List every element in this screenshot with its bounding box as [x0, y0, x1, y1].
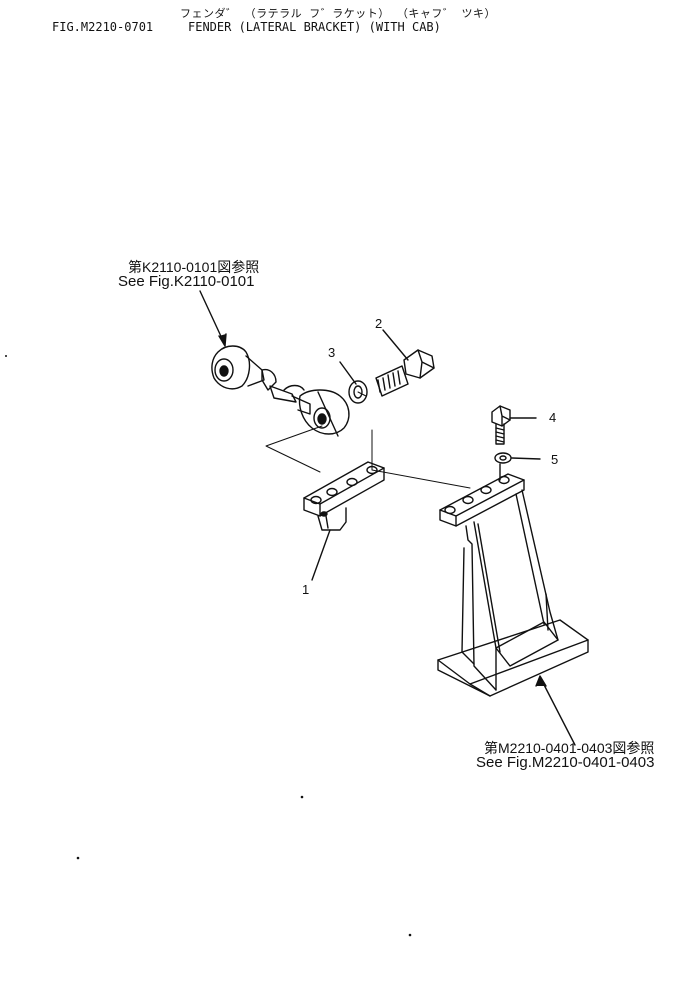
- figure-number: FIG.M2210-0701: [52, 20, 154, 34]
- bracket-1: [303, 461, 385, 531]
- callout-2: 2: [375, 316, 383, 331]
- header-kana-title: フェンダ゛ （ラテラル フ゛ラケット） （キャフ゛ ツキ）: [180, 7, 496, 20]
- washer-5: [494, 452, 541, 464]
- callout-5: 5: [551, 452, 559, 467]
- bolt-4: [491, 405, 537, 445]
- reference-arrow-upper: [199, 290, 227, 347]
- figure-title: FENDER (LATERAL BRACKET) (WITH CAB): [188, 20, 441, 34]
- reference-upper-jp: 第K2110-0101図参照: [128, 259, 260, 275]
- leader-line-2: [382, 329, 409, 361]
- assembly-center-lines: [265, 391, 471, 489]
- reference-lower-jp: 第M2210-0401-0403図参照: [484, 740, 655, 756]
- washer-3: [348, 380, 368, 404]
- callout-1: 1: [302, 582, 310, 597]
- reference-arrow-lower: [535, 675, 576, 746]
- callout-4: 4: [549, 410, 557, 425]
- link-rod-assembly: [211, 345, 350, 437]
- bolt-2: [375, 349, 435, 397]
- callout-3: 3: [328, 345, 336, 360]
- scan-specks: [5, 355, 412, 937]
- lateral-bracket-stand: [437, 463, 589, 697]
- reference-lower-en: See Fig.M2210-0401-0403: [476, 754, 655, 771]
- reference-upper-en: See Fig.K2110-0101: [118, 273, 255, 290]
- leader-line-3: [339, 361, 357, 385]
- leader-line-1: [311, 529, 331, 581]
